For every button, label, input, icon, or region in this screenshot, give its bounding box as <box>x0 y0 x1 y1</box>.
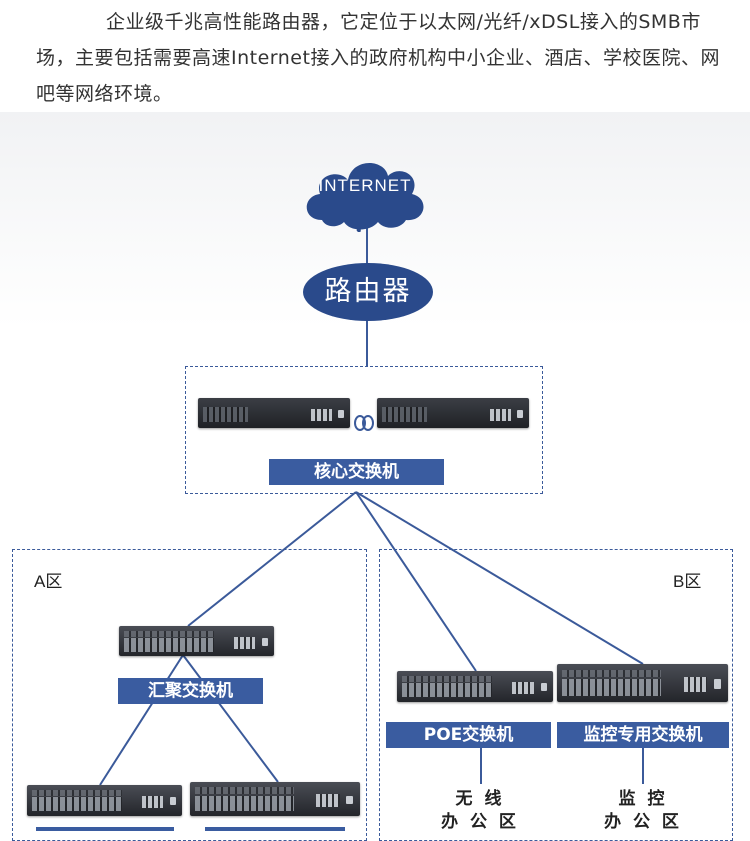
aggregation-access1-link <box>99 654 184 786</box>
sfp-slots <box>512 681 535 695</box>
stack-link-icon <box>354 415 374 431</box>
core-switch-group <box>185 366 543 494</box>
monitor-office-line2: 办 公 区 <box>604 812 682 832</box>
core-switch-label: 核心交换机 <box>269 459 444 485</box>
zone-a-label: A区 <box>34 572 63 591</box>
core-switch-device-2 <box>377 398 529 428</box>
internet-label: INTERNET <box>318 176 412 195</box>
core-poe-link <box>355 491 477 672</box>
aggregation-switch-label: 汇聚交换机 <box>118 678 263 704</box>
internet-cloud-icon <box>306 162 424 232</box>
monitor-office-label: 监 控 办 公 区 <box>593 788 693 834</box>
port-panel <box>562 679 662 697</box>
port-panel <box>31 797 122 812</box>
status-led <box>169 797 176 806</box>
status-led <box>540 683 547 692</box>
port-panel <box>123 638 214 652</box>
port-row-top <box>562 669 662 678</box>
core-switch-device-1 <box>198 398 350 428</box>
poe-switch-label: POE交换机 <box>386 722 551 748</box>
access-switch-label-2 <box>205 827 345 831</box>
router-node: 路由器 <box>303 263 433 321</box>
sfp-slots <box>233 636 256 649</box>
wireless-office-label: 无 线 办 公 区 <box>430 788 530 834</box>
port-panel <box>202 407 249 422</box>
status-led <box>346 795 354 805</box>
port-panel <box>195 795 294 811</box>
status-led <box>714 679 722 689</box>
monitor-switch-device <box>557 664 728 702</box>
sfp-slots <box>315 793 340 808</box>
core-monitor-link <box>355 491 644 665</box>
port-row-top <box>123 630 214 637</box>
status-led <box>516 410 523 418</box>
zone-b-label: B区 <box>673 572 702 591</box>
wireless-office-line1: 无 线 <box>455 789 505 809</box>
core-aggregation-link <box>187 491 357 627</box>
port-row-top <box>401 675 493 682</box>
sfp-slots <box>141 795 164 809</box>
wireless-office-line2: 办 公 区 <box>441 812 519 832</box>
sfp-slots <box>683 677 708 693</box>
monitor-switch-label: 监控专用交换机 <box>557 722 729 748</box>
port-panel <box>381 407 428 422</box>
aggregation-switch-device <box>119 626 274 656</box>
sfp-slots <box>489 408 511 421</box>
poe-switch-device <box>397 671 553 702</box>
port-panel <box>401 683 493 698</box>
status-led <box>337 410 344 418</box>
intro-paragraph: 企业级千兆高性能路由器，它定位于以太网/光纤/xDSL接入的SMB市场，主要包括… <box>36 11 720 105</box>
sfp-slots <box>310 408 332 421</box>
aggregation-access2-link <box>182 654 279 783</box>
access-switch-label-1 <box>36 827 174 831</box>
access-switch-device-1 <box>27 785 182 816</box>
port-row-top <box>195 787 294 794</box>
access-switch-device-2 <box>190 782 360 816</box>
port-row-top <box>31 789 122 796</box>
status-led <box>261 638 268 646</box>
monitor-office-line1: 监 控 <box>618 789 668 809</box>
intro-section: 企业级千兆高性能路由器，它定位于以太网/光纤/xDSL接入的SMB市场，主要包括… <box>0 0 750 112</box>
